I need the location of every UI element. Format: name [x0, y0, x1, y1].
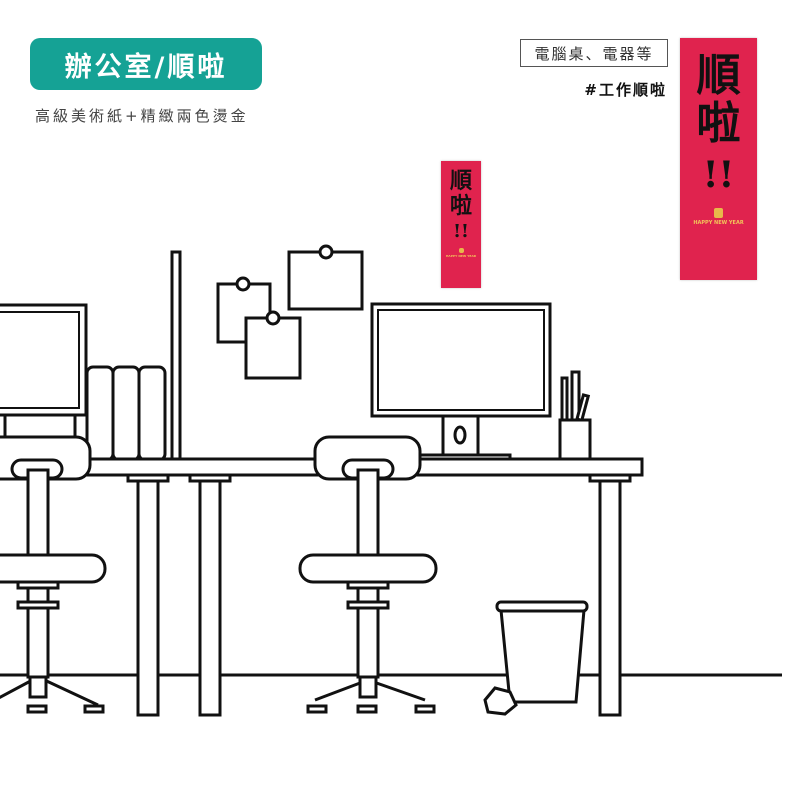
banner-char-1: 順 [449, 168, 472, 194]
subtitle: 高級美術紙+精緻兩色燙金 [35, 107, 249, 125]
trash-can [495, 600, 589, 704]
binders [85, 365, 167, 462]
right-monitor [370, 302, 552, 418]
banner-large: 順 啦 !! HAPPY NEW YEAR [680, 38, 757, 280]
pen-cup [558, 370, 592, 461]
banner-footer: HAPPY NEW YEAR [445, 254, 477, 258]
gold-seal-icon [458, 248, 464, 253]
right-chair [298, 435, 438, 714]
banner-char-2: 啦 [449, 193, 472, 219]
banner-small: 順 啦 !! HAPPY NEW YEAR [441, 161, 481, 288]
gold-seal-icon [714, 208, 723, 218]
banner-exclaim: !! [453, 221, 469, 242]
banner-footer: HAPPY NEW YEAR [693, 220, 744, 226]
desk-legs [126, 473, 632, 717]
hashtag: #工作順啦 [584, 81, 667, 99]
banner-char-1: 順 [696, 50, 741, 101]
usage-label: 電腦桌、電器等 [520, 39, 668, 67]
title-badge: 辦公室/順啦 [30, 38, 262, 90]
banner-exclaim: !! [702, 154, 735, 196]
sticky-notes [216, 244, 364, 380]
desk-divider [170, 250, 182, 464]
crumpled-paper [483, 686, 518, 716]
left-chair [0, 435, 107, 714]
banner-char-2: 啦 [696, 98, 741, 149]
left-monitor [0, 303, 88, 417]
